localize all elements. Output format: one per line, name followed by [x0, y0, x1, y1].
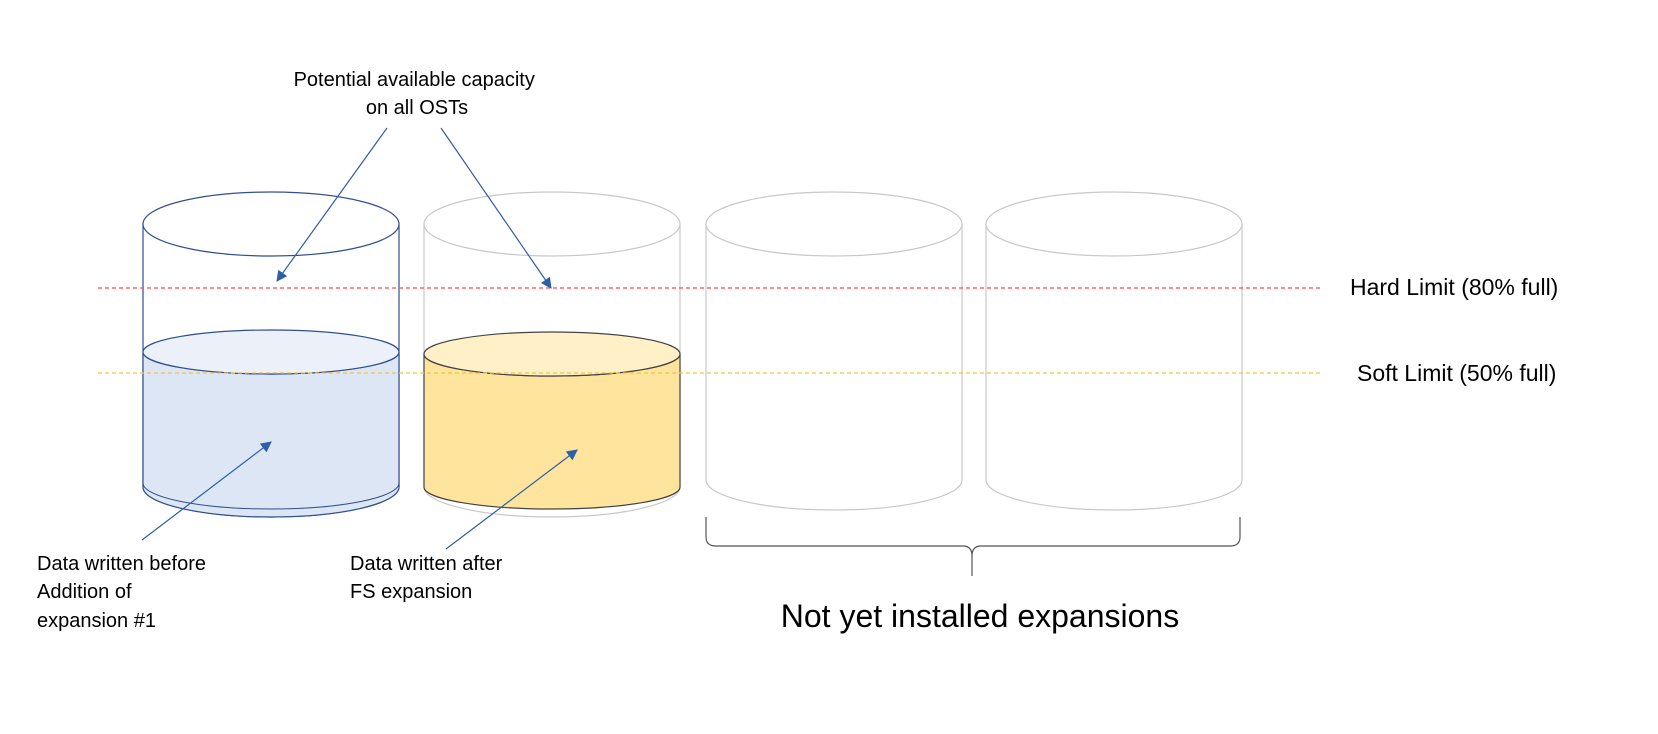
ost-cylinder-1 — [142, 191, 400, 518]
soft-limit-label: Soft Limit (50% full) — [1357, 360, 1556, 386]
cylinder-4-top — [985, 191, 1243, 257]
data-before-label: Data written before Addition of expansio… — [37, 553, 212, 632]
hard-limit-label: Hard Limit (80% full) — [1350, 274, 1558, 300]
cylinder-2-data-fill — [423, 353, 681, 510]
cylinder-2-body — [423, 224, 681, 518]
arrow-data-after — [445, 449, 578, 550]
ost-cylinder-3 — [705, 191, 963, 511]
cylinder-1-bottom-rim — [142, 482, 400, 510]
arrow-capacity-to-cylinder-2 — [440, 127, 552, 289]
not-installed-brace — [705, 517, 1241, 576]
cylinder-3-top — [705, 191, 963, 257]
potential-capacity-label: Potential available capacity on all OSTs — [294, 69, 541, 119]
arrow-data-before — [141, 441, 272, 541]
cylinder-1-data-top — [142, 329, 400, 375]
ost-cylinder-4 — [985, 191, 1243, 511]
cylinder-2-data-top — [423, 331, 681, 377]
cylinder-1-data-fill — [142, 351, 400, 518]
ost-cylinder-2 — [423, 191, 681, 518]
cylinder-3-body — [705, 224, 963, 511]
cylinder-4-body — [985, 224, 1243, 511]
cylinder-1-top — [142, 191, 400, 257]
cylinder-2-top — [423, 191, 681, 257]
data-after-label: Data written after FS expansion — [350, 553, 508, 603]
not-installed-label: Not yet installed expansions — [781, 598, 1179, 634]
arrow-capacity-to-cylinder-1 — [276, 127, 388, 282]
